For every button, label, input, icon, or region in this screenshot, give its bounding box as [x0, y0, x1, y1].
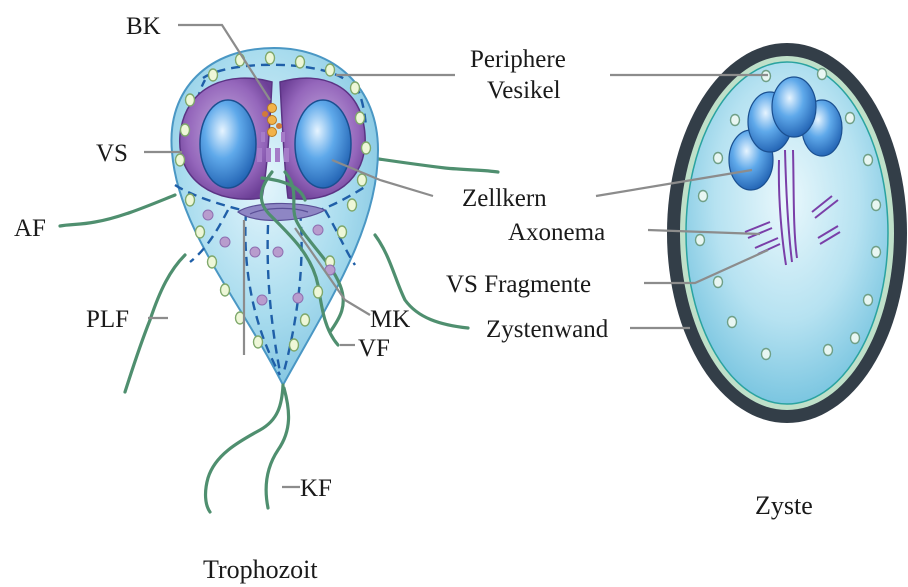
- caudal-flagellum-2: [266, 388, 288, 508]
- anterior-flagellum-left: [60, 195, 175, 226]
- label-peripheral-vesicles-line2: Vesikel: [487, 77, 561, 104]
- label-vs: VS: [96, 140, 128, 167]
- caption-trophozoite: Trophozoit: [203, 555, 318, 584]
- cyst-nucleus-4: [772, 77, 816, 137]
- caudal-flagellum-1: [206, 385, 283, 512]
- label-peripheral-vesicles-line1: Periphere: [470, 46, 566, 73]
- label-vf: VF: [358, 335, 390, 362]
- caption-cyst: Zyste: [755, 491, 813, 520]
- label-mk: MK: [370, 306, 410, 333]
- label-kf: KF: [300, 475, 332, 502]
- trophozoite-nucleus-right: [295, 100, 351, 188]
- label-axoneme: Axonema: [508, 219, 605, 246]
- label-nucleus: Zellkern: [462, 185, 547, 212]
- trophozoite: [60, 48, 498, 512]
- trophozoite-nucleus-left: [200, 100, 256, 188]
- label-vs-fragments: VS Fragmente: [446, 271, 591, 298]
- label-cyst-wall: Zystenwand: [486, 316, 609, 343]
- label-af: AF: [14, 215, 46, 242]
- label-bk: BK: [126, 13, 161, 40]
- label-plf: PLF: [86, 306, 129, 333]
- posterolateral-flagellum-left: [125, 255, 185, 392]
